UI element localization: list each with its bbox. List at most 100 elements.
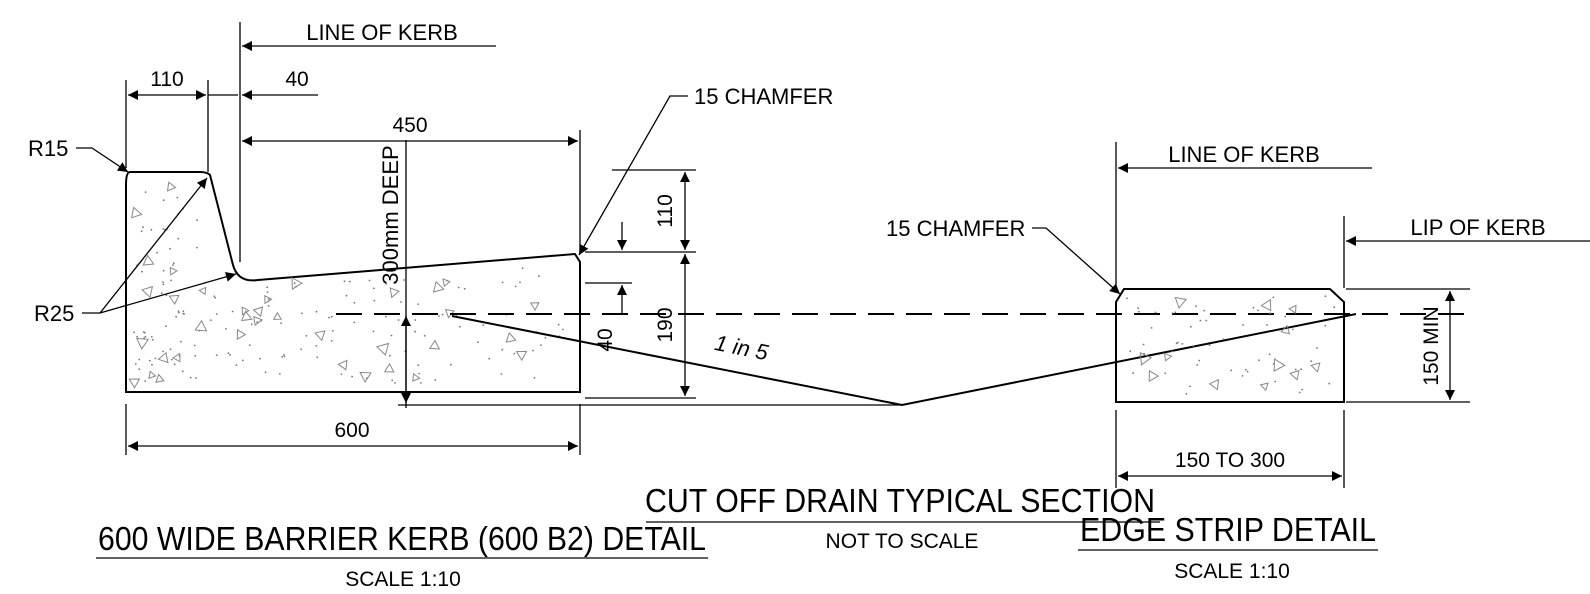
aggregate-stone (1139, 351, 1153, 366)
aggregate-dot (1175, 342, 1178, 345)
aggregate-stone (505, 331, 517, 343)
aggregate-dot (214, 297, 217, 299)
aggregate-dot (150, 228, 153, 231)
aggregate-dot (165, 294, 168, 297)
aggregate-dot (403, 279, 405, 281)
aggregate-dot (1171, 350, 1173, 353)
aggregate-stone (166, 181, 177, 192)
aggregate-dot (140, 230, 143, 233)
aggregate-stone (1273, 358, 1286, 372)
aggregate-dot (544, 337, 547, 339)
label-lip-of-kerb: LIP OF KERB (1410, 215, 1545, 240)
aggregate-dot (225, 328, 227, 330)
aggregate-stone (142, 254, 155, 266)
r25-leader (99, 271, 237, 314)
aggregate-stone (1260, 298, 1272, 312)
aggregate-dot (1316, 347, 1318, 349)
aggregate-stone (198, 286, 207, 296)
aggregate-dot (1208, 344, 1211, 346)
aggregate-dot (372, 330, 375, 333)
aggregate-dot (1268, 353, 1271, 356)
aggregate-stone (141, 285, 154, 299)
aggregate-dot (1132, 372, 1135, 375)
aggregate-stone (529, 302, 540, 312)
aggregate-dot (195, 377, 197, 379)
dim-depth: 150 MIN (1420, 306, 1443, 385)
aggregate-dot (142, 226, 144, 229)
aggregate-dot (348, 280, 351, 283)
aggregate-dot (250, 323, 253, 326)
aggregate-dot (229, 354, 231, 356)
aggregate-dot (353, 301, 356, 304)
aggregate-dot (330, 315, 333, 318)
aggregate-dot (501, 348, 504, 351)
aggregate-stone (148, 370, 157, 380)
aggregate-dot (1324, 324, 1327, 327)
r15-leader (76, 147, 129, 173)
r25-leader (82, 177, 208, 314)
aggregate-dot (144, 335, 147, 338)
aggregate-dot (1230, 369, 1232, 372)
aggregate-dot (171, 358, 173, 361)
aggregate-dot (189, 376, 192, 379)
aggregate-stone (383, 362, 395, 373)
aggregate-dot (1142, 343, 1145, 346)
aggregate-stone (128, 378, 141, 389)
aggregate-dot (231, 310, 234, 313)
aggregate-dot (160, 292, 163, 295)
aggregate-dot (390, 334, 393, 337)
aggregate-dot (151, 363, 153, 366)
aggregate-dot (1272, 296, 1275, 299)
aggregate-dot (196, 219, 199, 222)
aggregate-dot (1164, 372, 1167, 375)
aggregate-dot (283, 355, 286, 358)
aggregate-stone (515, 350, 528, 362)
aggregate-dot (501, 281, 504, 284)
aggregate-dot (385, 315, 387, 318)
aggregate-dot (196, 246, 198, 249)
aggregate-stone (428, 339, 441, 350)
aggregate-dot (420, 382, 422, 384)
aggregate-dot (400, 301, 402, 303)
aggregate-stone (236, 328, 247, 340)
aggregate-dot (282, 354, 285, 356)
dim-face-to-back: 450 (392, 114, 427, 137)
aggregate-dot (1257, 309, 1259, 312)
aggregate-dot (151, 338, 154, 341)
aggregate-dot (175, 315, 178, 318)
dim-overall-width: 600 (334, 419, 369, 442)
aggregate-dot (463, 287, 466, 290)
aggregate-stone (314, 330, 326, 342)
aggregate-dot (305, 335, 308, 337)
aggregate-dot (162, 281, 164, 283)
aggregate-stone (253, 315, 263, 327)
aggregate-stone (157, 351, 169, 364)
aggregate-stone (240, 310, 253, 322)
aggregate-stone (1289, 369, 1300, 381)
aggregate-dot (1137, 307, 1139, 310)
aggregate-dot (172, 264, 174, 266)
aggregate-dot (1300, 368, 1302, 371)
aggregate-dot (169, 247, 172, 250)
aggregate-dot (162, 228, 165, 230)
aggregate-dot (1266, 324, 1268, 326)
aggregate-dot (259, 357, 261, 360)
aggregate-stone (194, 319, 208, 332)
aggregate-dot (177, 237, 180, 240)
dim-rise-top: 110 (654, 194, 677, 227)
aggregate-dot (300, 348, 302, 351)
label-line-of-kerb: LINE OF KERB (1168, 142, 1320, 167)
aggregate-dot (373, 299, 376, 302)
aggregate-dot (1195, 305, 1197, 308)
aggregate-stone (1310, 362, 1321, 373)
aggregate-dot (533, 376, 536, 379)
aggregate-dot (331, 329, 334, 332)
aggregate-stone (171, 352, 181, 363)
aggregate-stone (155, 373, 165, 383)
aggregate-dot (215, 313, 218, 315)
aggregate-dot (353, 321, 356, 324)
label-line-of-kerb: LINE OF KERB (306, 20, 458, 45)
aggregate-stone (389, 287, 400, 299)
aggregate-dot (180, 340, 182, 343)
